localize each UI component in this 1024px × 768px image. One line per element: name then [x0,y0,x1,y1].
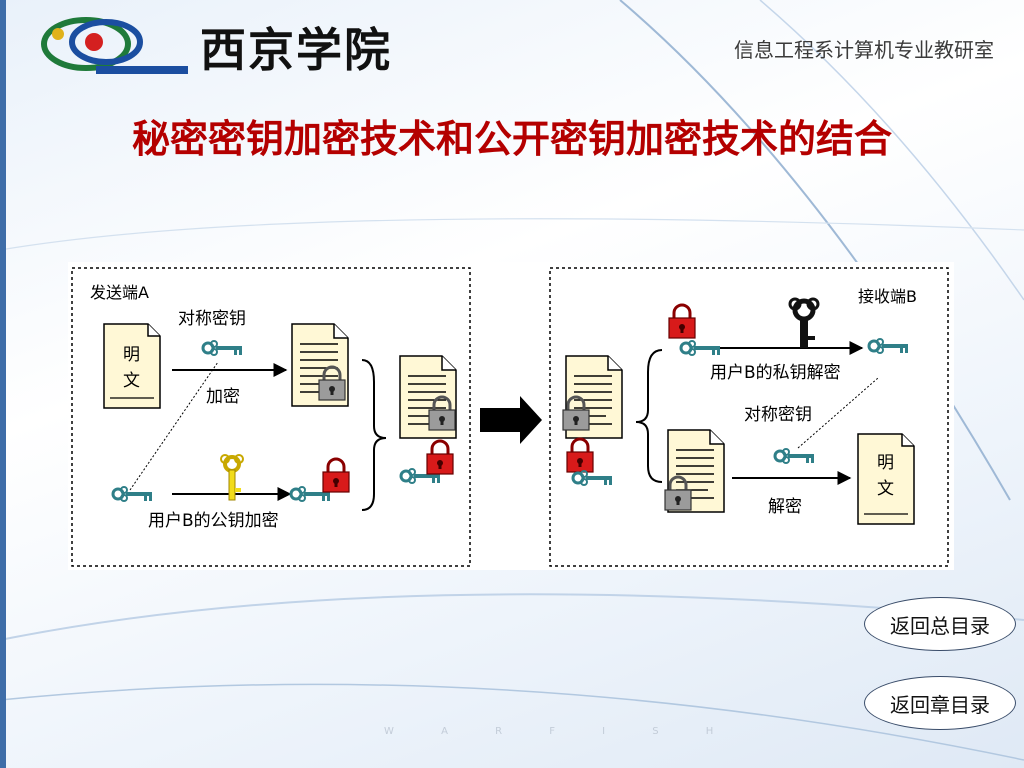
dotted-connector [129,361,219,491]
sender-label: 发送端A [90,283,149,302]
plaintext-label-1: 明 [123,345,140,365]
encrypt-label: 加密 [206,387,240,407]
combine-brace [361,359,387,511]
chapter-menu-button[interactable]: 返回章目录 [864,676,1016,730]
symmetric-key-label: 对称密钥 [178,309,246,329]
symmetric-key-icon [201,339,244,357]
symmetric-key-label-b: 对称密钥 [744,405,812,425]
xijing-university-logo [41,17,188,74]
split-brace [635,349,663,483]
private-key-icon [788,297,820,348]
sender-panel [71,267,471,567]
encryption-diagram: 发送端A 明 文 对称密钥 加密 用户B的公钥加密 [68,262,954,570]
private-decrypt-key-icon [679,339,722,357]
red-lock-icon [321,457,351,494]
school-name: 西京学院 [200,23,392,77]
private-key-label: 用户B的私钥解密 [710,363,841,383]
decrypt-label: 解密 [768,497,802,517]
recovered-plaintext-label-1: 明 [877,453,894,473]
decrypt-key-icon [773,447,816,465]
department-name: 信息工程系计算机专业教研室 [734,38,994,62]
private-decrypt-red-lock-icon [667,303,697,340]
recovered-plaintext-label-2: 文 [877,479,894,499]
recovered-plaintext-document [857,433,915,525]
slide-title: 秘密密钥加密技术和公开密钥加密技术的结合 [131,116,892,161]
receiver-panel [549,267,949,567]
public-key-icon [220,454,244,501]
watermark: W A R F I S H [384,726,736,737]
recovered-key-icon [867,337,910,355]
combined-red-lock-icon [425,439,455,476]
transmit-arrow [480,396,542,444]
main-menu-button[interactable]: 返回总目录 [864,597,1016,651]
received-red-lock-icon [565,437,595,474]
public-key-label: 用户B的公钥加密 [148,511,279,531]
plaintext-document [103,323,161,409]
receiver-label: 接收端B [858,287,917,306]
plaintext-label-2: 文 [123,371,140,391]
receiver-dotted-connector [797,377,879,449]
received-key-icon [571,469,614,487]
session-key-icon [111,485,154,503]
